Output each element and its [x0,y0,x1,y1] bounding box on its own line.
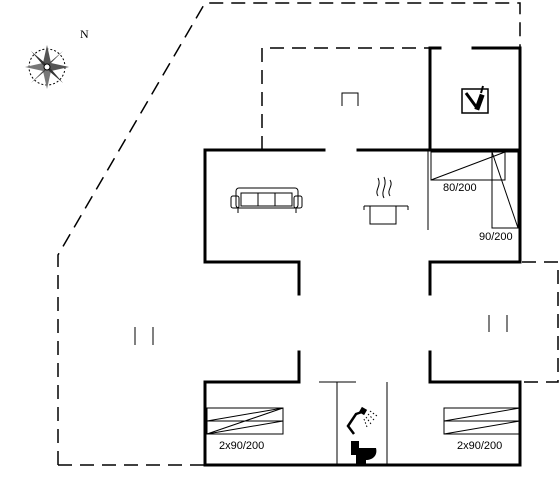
bed-label-alcove-lower: 90/200 [479,231,513,243]
bed-bedroom-right [443,407,521,435]
bed-label-bedroom-right: 2x90/200 [457,440,502,452]
opening-marker-right [488,315,508,332]
annex-outline [522,261,559,383]
toilet-icon [351,441,377,464]
utility-tools-icon [461,85,489,114]
bed-alcove-lower [491,151,519,229]
opening-marker-left [134,327,154,345]
cooking-pot-icon [363,176,409,225]
bed-bedroom-left [206,407,284,435]
bed-alcove-upper [430,151,506,181]
door-marker-top [341,92,359,106]
terrace-outline [57,2,521,465]
compass-north-label: N [80,27,89,41]
bed-label-alcove-upper: 80/200 [443,182,477,194]
compass-rose-icon [25,45,69,89]
covered-area-outline [261,47,430,150]
shower-icon [346,406,378,435]
sofa-icon [230,187,303,213]
bed-label-bedroom-left: 2x90/200 [219,440,264,452]
